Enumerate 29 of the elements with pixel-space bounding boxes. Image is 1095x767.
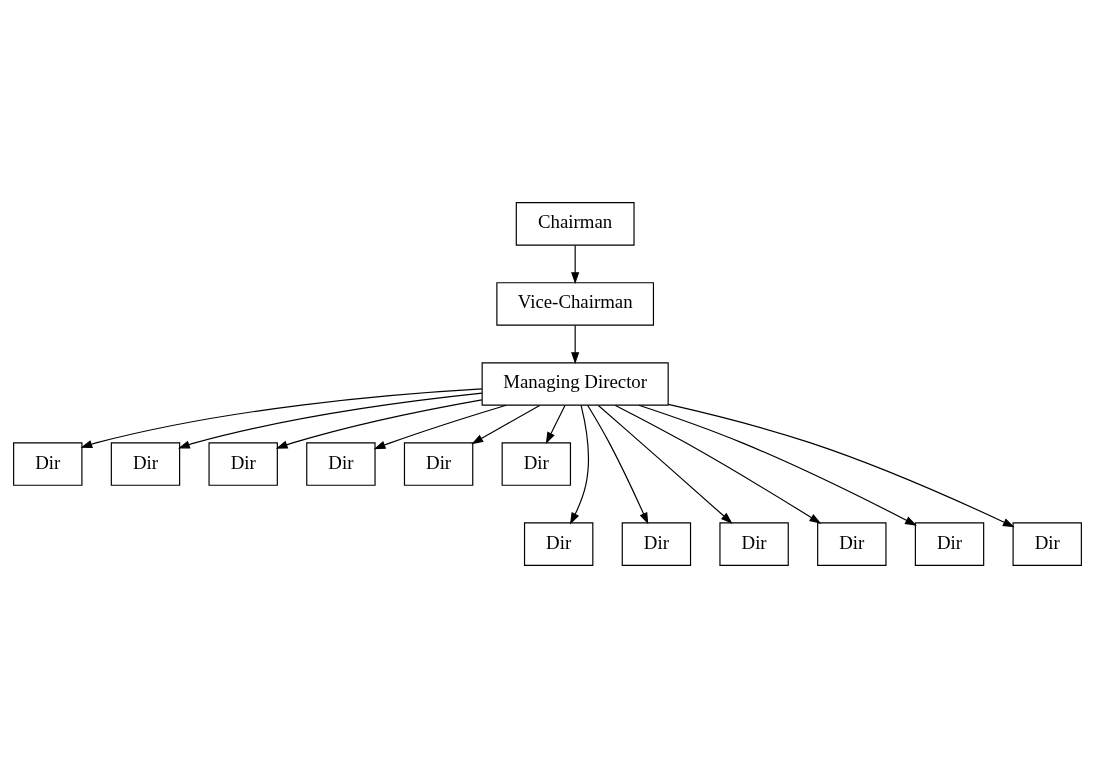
arrow — [587, 404, 649, 524]
arrow — [614, 404, 822, 524]
arrow — [471, 404, 541, 444]
node-box: Dir — [306, 441, 376, 486]
node-box: Dir — [719, 521, 789, 566]
node-box: Dir — [208, 441, 278, 486]
node-box: Chairman — [515, 201, 635, 246]
arrow — [569, 404, 589, 524]
arrow — [571, 324, 580, 364]
node-box: Dir — [523, 521, 594, 566]
arrow — [545, 404, 566, 444]
node-box: Dir — [110, 441, 181, 486]
arrow — [597, 404, 733, 524]
node-box: Dir — [914, 521, 985, 566]
node-box: Dir — [817, 521, 887, 566]
arrow — [275, 398, 483, 449]
arrow — [80, 387, 483, 448]
arrow — [667, 403, 1015, 527]
arrow — [178, 392, 483, 448]
node-box: Dir — [13, 441, 83, 486]
arrow — [373, 404, 507, 449]
node-box: Dir — [1012, 521, 1082, 566]
node-box: Dir — [403, 441, 474, 486]
arrow — [638, 404, 917, 526]
node-box: Dir — [501, 441, 572, 486]
arrow — [571, 244, 580, 284]
node-box: Vice-Chairman — [496, 281, 655, 326]
node-box: Managing Director — [481, 361, 669, 406]
node-box: Dir — [621, 521, 692, 566]
